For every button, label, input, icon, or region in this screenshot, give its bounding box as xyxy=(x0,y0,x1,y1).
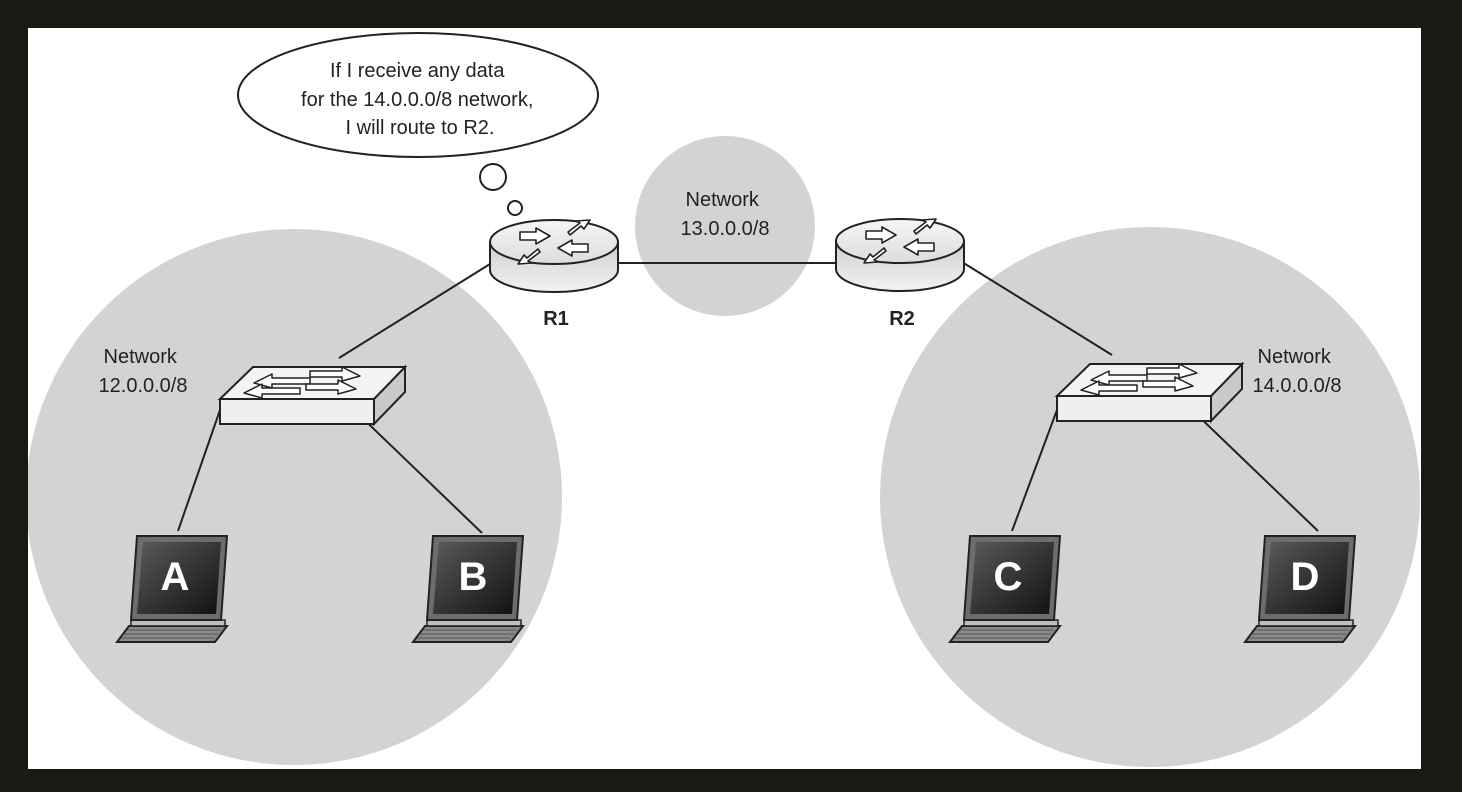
link-switch-left-laptop-a xyxy=(177,409,221,532)
network-right-address: 14.0.0.0/8 xyxy=(1253,375,1342,397)
thought-bubble: If I receive any data for the 14.0.0.0/8… xyxy=(237,32,599,216)
thought-line-2: for the 14.0.0.0/8 network, xyxy=(301,89,533,111)
network-zone-right xyxy=(880,227,1420,767)
router-icon xyxy=(489,219,619,293)
network-right-title: Network xyxy=(1258,346,1332,368)
laptop-b-label: B xyxy=(459,555,488,599)
network-left-address: 12.0.0.0/8 xyxy=(99,375,188,397)
link-r1-switch-left xyxy=(338,263,491,359)
switch-icon xyxy=(1056,363,1243,422)
network-middle-title: Network xyxy=(686,189,760,211)
router-r1-label: R1 xyxy=(543,308,569,330)
switch-icon xyxy=(219,366,406,425)
network-zone-left xyxy=(28,229,562,765)
link-switch-left-laptop-b xyxy=(351,407,483,534)
laptop-icon: C xyxy=(949,535,1061,643)
laptop-d-label: D xyxy=(1291,555,1320,599)
network-left-title: Network xyxy=(104,346,178,368)
network-zone-middle xyxy=(635,136,815,316)
thought-dot-large xyxy=(479,163,507,191)
laptop-icon: A xyxy=(116,535,228,643)
router-icon xyxy=(835,218,965,292)
thought-dot-small xyxy=(507,200,523,216)
network-middle-address: 13.0.0.0/8 xyxy=(681,218,770,240)
laptop-icon: D xyxy=(1244,535,1356,643)
link-switch-right-laptop-d xyxy=(1189,407,1319,532)
svg-text:Network 12.0.0.0/8: Network 12.0.0.0/8 xyxy=(99,346,188,397)
link-r2-switch-right xyxy=(961,261,1113,356)
svg-text:Network 13.0.0.0/8: Network 13.0.0.0/8 xyxy=(681,189,770,240)
svg-text:If I receive any data: If I receive any data for the 14.0.0.0/8… xyxy=(301,60,539,139)
laptop-c-label: C xyxy=(994,555,1023,599)
laptop-a-label: A xyxy=(161,555,190,599)
svg-text:Network 14.0.0.0/8: Network 14.0.0.0/8 xyxy=(1253,346,1342,397)
thought-line-1: If I receive any data xyxy=(330,60,505,82)
link-switch-right-laptop-c xyxy=(1011,409,1058,532)
thought-line-3: I will route to R2. xyxy=(346,117,495,139)
laptop-icon: B xyxy=(412,535,524,643)
router-r2-label: R2 xyxy=(889,308,915,330)
